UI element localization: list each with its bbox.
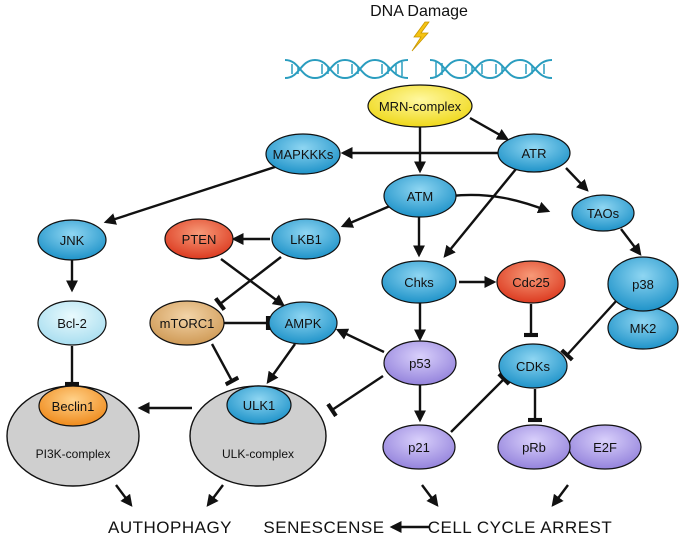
mrn-label: MRN-complex bbox=[379, 99, 462, 114]
pten-label: PTEN bbox=[182, 232, 217, 247]
edge-prb-cellcyclearrest bbox=[551, 484, 569, 507]
edge-mrn-atr bbox=[469, 116, 510, 141]
node-jnk: JNK bbox=[37, 219, 107, 261]
chks-label: Chks bbox=[404, 275, 434, 290]
diagram-title: DNA Damage bbox=[370, 3, 468, 20]
e2f-label: E2F bbox=[593, 440, 617, 455]
node-chks: Chks bbox=[381, 260, 457, 304]
node-p38: p38 bbox=[607, 256, 679, 312]
jnk-label: JNK bbox=[60, 233, 85, 248]
edge-ampk-ulk1 bbox=[266, 343, 296, 384]
node-mapkkks: MAPKKKs bbox=[265, 133, 341, 175]
ulk-complex-label: ULK-complex bbox=[222, 447, 294, 461]
edge-atr-taos bbox=[565, 167, 589, 192]
node-bcl2: Bcl-2 bbox=[37, 300, 107, 346]
ulk1-label: ULK1 bbox=[243, 398, 276, 413]
dna-helix-icon bbox=[284, 58, 553, 80]
p53-label: p53 bbox=[409, 356, 431, 371]
edge-p53-ulkcomplex bbox=[326, 375, 384, 418]
p38-label: p38 bbox=[632, 277, 654, 292]
atm-label: ATM bbox=[407, 189, 433, 204]
edges bbox=[64, 116, 642, 533]
outcome-cell-cycle-arrest: CELL CYCLE ARREST bbox=[428, 518, 613, 537]
edge-p21-cellcyclearrest bbox=[421, 484, 439, 507]
edge-p21-cdks bbox=[450, 372, 511, 433]
edge-atm-taos bbox=[450, 193, 551, 214]
edge-lkb1-mtorc1 bbox=[213, 256, 282, 311]
edge-mtorc1-ulk1 bbox=[210, 343, 240, 387]
node-taos: TAOs bbox=[571, 194, 635, 232]
node-ulk1: ULK1 bbox=[226, 385, 292, 425]
atr-label: ATR bbox=[521, 146, 546, 161]
cdks-label: CDKs bbox=[516, 359, 550, 374]
outcome-authophagy: AUTHOPHAGY bbox=[108, 518, 232, 537]
node-atr: ATR bbox=[497, 133, 571, 173]
node-lkb1: LKB1 bbox=[271, 218, 341, 260]
prb-label: pRb bbox=[522, 440, 546, 455]
node-ampk: AMPK bbox=[268, 301, 338, 345]
node-prb: pRb bbox=[497, 424, 571, 470]
edge-pi3k-authophagy bbox=[115, 484, 133, 507]
taos-label: TAOs bbox=[587, 206, 620, 221]
mapkkks-label: MAPKKKs bbox=[273, 147, 334, 162]
pi3k-complex-label: PI3K-complex bbox=[36, 447, 111, 461]
node-cdc25: Cdc25 bbox=[496, 260, 566, 304]
node-mtorc1: mTORC1 bbox=[149, 300, 225, 346]
edge-atr-chks bbox=[443, 168, 517, 258]
node-atm: ATM bbox=[383, 174, 457, 218]
edge-p53-ampk bbox=[335, 328, 385, 354]
lkb1-label: LKB1 bbox=[290, 232, 322, 247]
bcl2-label: Bcl-2 bbox=[57, 316, 87, 331]
node-mk2: MK2 bbox=[607, 306, 679, 350]
node-cdks: CDKs bbox=[498, 343, 568, 389]
edge-pten-ampk bbox=[220, 258, 285, 307]
node-mrn-complex: MRN-complex bbox=[367, 84, 473, 128]
mk2-label: MK2 bbox=[630, 321, 657, 336]
node-e2f: E2F bbox=[568, 424, 642, 470]
node-p21: p21 bbox=[382, 424, 456, 470]
edge-mapkkks-jnk bbox=[103, 164, 279, 225]
p21-label: p21 bbox=[408, 440, 430, 455]
lightning-icon bbox=[411, 21, 430, 52]
node-pten: PTEN bbox=[164, 218, 234, 260]
beclin1-label: Beclin1 bbox=[52, 399, 95, 414]
cdc25-label: Cdc25 bbox=[512, 275, 550, 290]
node-beclin1: Beclin1 bbox=[38, 385, 108, 427]
mtorc1-label: mTORC1 bbox=[160, 316, 215, 331]
edge-atm-lkb1 bbox=[340, 204, 391, 228]
outcome-senescense: SENESCENSE bbox=[263, 518, 384, 537]
node-p53: p53 bbox=[383, 340, 457, 386]
edge-taos-p38 bbox=[620, 228, 642, 256]
ampk-label: AMPK bbox=[285, 316, 322, 331]
edge-ulk-authophagy bbox=[206, 484, 224, 507]
ulk-complex: ULK-complex bbox=[189, 385, 327, 487]
